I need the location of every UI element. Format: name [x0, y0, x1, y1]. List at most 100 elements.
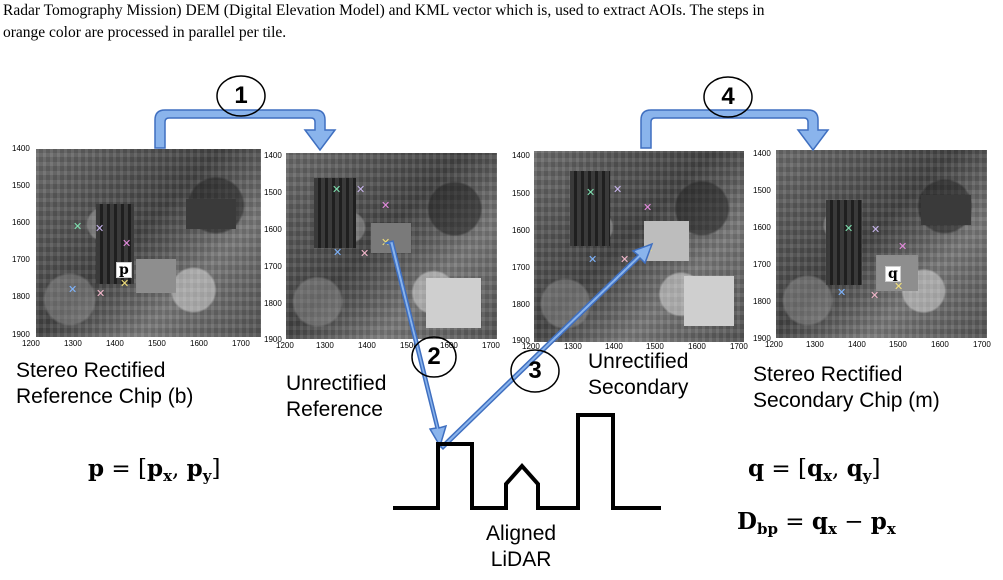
- cross-marker: ✕: [620, 253, 629, 266]
- cross-marker: ✕: [333, 246, 342, 259]
- unrectified-secondary-label: Unrectified Secondary: [588, 350, 689, 399]
- tick-label: 1300: [564, 342, 582, 351]
- secondary-chip-label: Stereo Rectified Secondary Chip (m): [753, 363, 940, 412]
- tick-label: 1200: [522, 342, 540, 351]
- tick-label: 1600: [753, 223, 771, 232]
- step3-arrow: [437, 242, 654, 451]
- step3-circle: [510, 349, 560, 393]
- lidar-profile: [393, 413, 661, 510]
- tick-label: 1800: [264, 299, 282, 308]
- tick-label: 1600: [688, 342, 706, 351]
- tick-label: 1500: [889, 340, 907, 349]
- tick-label: 1900: [264, 335, 282, 344]
- tick-label: 1800: [753, 297, 771, 306]
- cross-marker: ✕: [588, 253, 597, 266]
- step1-arrow: [154, 109, 337, 152]
- tick-label: 1400: [358, 341, 376, 350]
- formula-q: q = [qx, qy]: [748, 455, 881, 485]
- cross-marker: ✕: [844, 222, 853, 235]
- secondary-chip-image: [776, 150, 987, 338]
- cross-marker: ✕: [613, 183, 622, 196]
- cross-marker: ✕: [898, 240, 907, 253]
- cross-marker: ✕: [871, 223, 880, 236]
- tick-label: 1500: [264, 188, 282, 197]
- formula-disparity: Dbp = qx − px: [737, 508, 896, 538]
- tick-label: 1400: [264, 151, 282, 160]
- tick-label: 1700: [730, 342, 748, 351]
- tick-label: 1600: [12, 218, 30, 227]
- cross-marker: ✕: [356, 183, 365, 196]
- tick-label: 1600: [264, 225, 282, 234]
- step1-circle: [216, 75, 266, 117]
- tick-label: 1200: [765, 340, 783, 349]
- tick-label: 1700: [12, 255, 30, 264]
- tick-label: 1600: [190, 339, 208, 348]
- step2-circle: [411, 336, 457, 378]
- chip4-markers: ✕ ✕ ✕ ✕ ✕ ✕: [837, 222, 907, 302]
- tick-label: 1500: [753, 186, 771, 195]
- step-1-number: 1: [234, 82, 248, 109]
- step-2-number: 2: [427, 343, 441, 370]
- cross-marker: ✕: [95, 222, 104, 235]
- tick-label: 1700: [482, 341, 500, 350]
- cross-marker: ✕: [120, 277, 129, 290]
- step-3-number: 3: [528, 357, 542, 384]
- point-p-label: p: [116, 262, 132, 278]
- tick-label: 1600: [512, 226, 530, 235]
- tick-label: 1500: [148, 339, 166, 348]
- tick-label: 1700: [973, 340, 991, 349]
- tick-label: 1300: [64, 339, 82, 348]
- cross-marker: ✕: [870, 289, 879, 302]
- cross-marker: ✕: [837, 286, 846, 299]
- unrectified-secondary-image: [534, 151, 744, 342]
- tick-label: 1800: [12, 292, 30, 301]
- chip2-markers: ✕ ✕ ✕ ✕ ✕ ✕: [332, 183, 390, 260]
- reference-chip-label: Stereo Rectified Reference Chip (b): [16, 359, 194, 408]
- tick-label: 1200: [276, 341, 294, 350]
- tick-label: 1900: [512, 336, 530, 345]
- tick-label: 1900: [753, 334, 771, 343]
- tick-label: 1400: [106, 339, 124, 348]
- step4-arrow: [640, 109, 830, 152]
- cross-marker: ✕: [360, 247, 369, 260]
- cross-marker: ✕: [586, 186, 595, 199]
- unrectified-reference-label: Unrectified Reference: [286, 372, 387, 421]
- reference-chip-image: [36, 149, 261, 337]
- tick-label: 1500: [12, 181, 30, 190]
- formula-p: p = [px, py]: [88, 455, 221, 485]
- point-q-label: q: [885, 266, 901, 282]
- chip1-markers: ✕ ✕ ✕ ✕ ✕ ✕: [68, 220, 131, 300]
- cross-marker: ✕: [96, 287, 105, 300]
- tick-label: 1200: [22, 339, 40, 348]
- cross-marker: ✕: [643, 201, 652, 214]
- tick-label: 1400: [753, 149, 771, 158]
- tick-label: 1600: [440, 341, 458, 350]
- cross-marker: ✕: [332, 183, 341, 196]
- tick-label: 1400: [12, 144, 30, 153]
- figure-caption: Radar Tomography Mission) DEM (Digital E…: [3, 0, 998, 44]
- cross-marker: ✕: [122, 237, 131, 250]
- step-circles: [216, 75, 753, 393]
- aligned-lidar-label: Aligned LiDAR: [486, 522, 557, 571]
- tick-label: 1400: [512, 151, 530, 160]
- caption-line-2: orange color are processed in parallel p…: [3, 24, 287, 41]
- cross-marker: ✕: [894, 280, 903, 293]
- tick-label: 1900: [12, 330, 30, 339]
- cross-marker: ✕: [73, 220, 82, 233]
- tick-label: 1700: [753, 260, 771, 269]
- tick-label: 1700: [264, 262, 282, 271]
- tick-label: 1800: [512, 300, 530, 309]
- cross-marker: ✕: [68, 283, 77, 296]
- step4-circle: [703, 76, 753, 118]
- tick-label: 1600: [931, 340, 949, 349]
- tick-label: 1700: [512, 263, 530, 272]
- tick-label: 1500: [400, 341, 418, 350]
- tick-label: 1300: [806, 340, 824, 349]
- tick-label: 1500: [646, 342, 664, 351]
- step-4-number: 4: [721, 83, 735, 110]
- tick-label: 1700: [232, 339, 250, 348]
- tick-label: 1500: [512, 189, 530, 198]
- cross-marker: ✕: [381, 199, 390, 212]
- tick-label: 1300: [316, 341, 334, 350]
